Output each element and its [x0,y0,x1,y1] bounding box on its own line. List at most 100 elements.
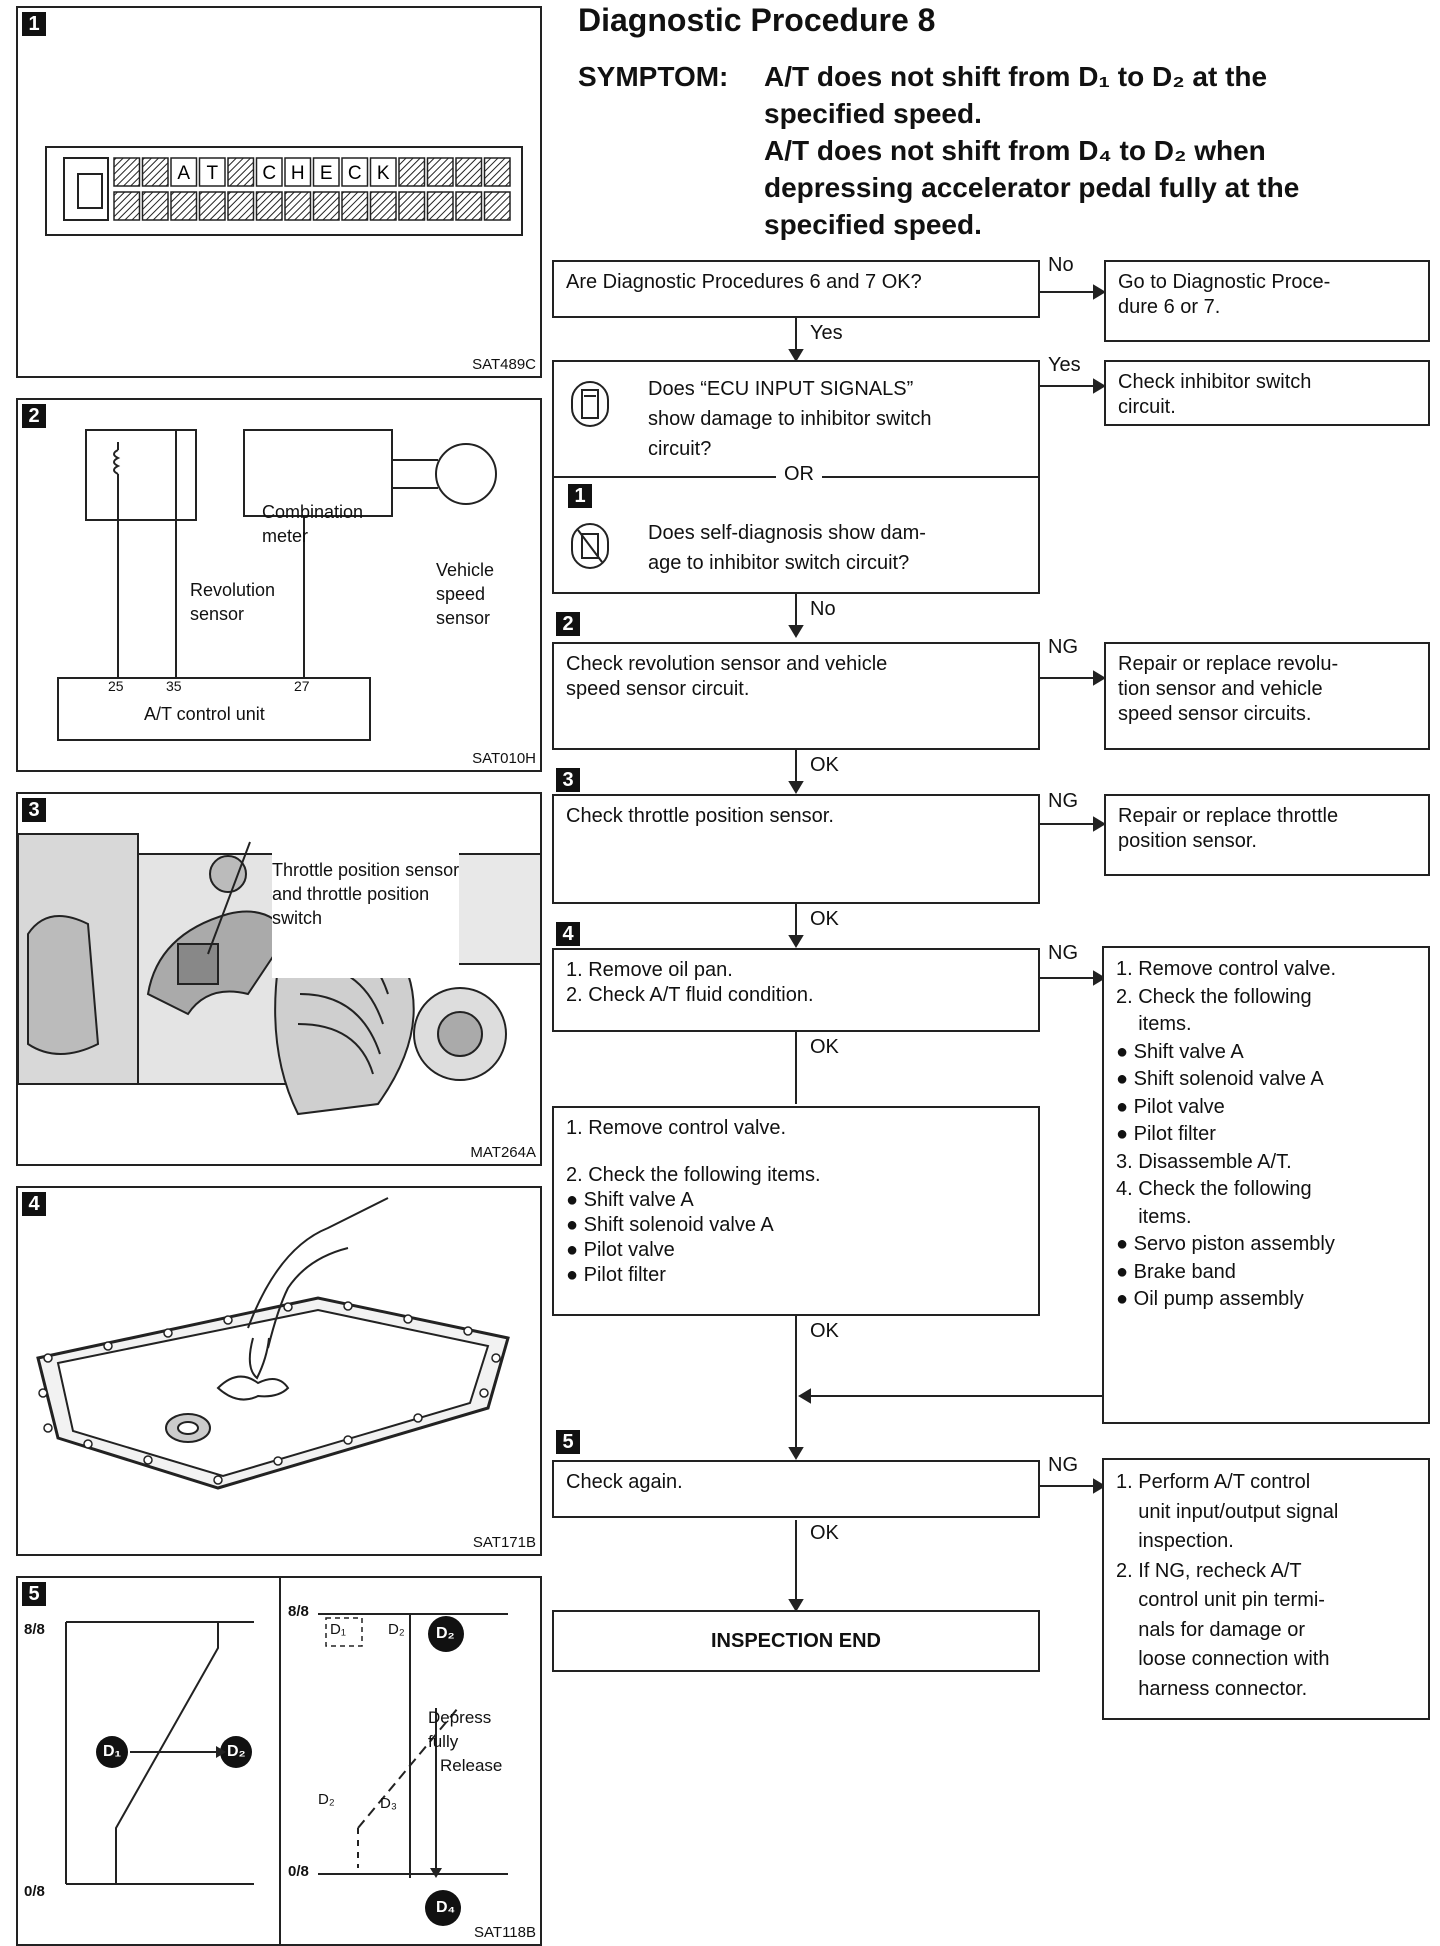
line: 1. Perform A/T control [1116,1471,1311,1493]
pan-bolt [463,1326,473,1336]
pan-bolt [143,1455,153,1465]
s4-ok-label: OK [810,1036,839,1058]
line: ● Pilot valve [566,1239,675,1261]
display-letter-cell [284,157,312,187]
oil-pan-illustration [36,1197,510,1490]
left-top-label: 8/8 [24,1621,45,1638]
flow-step-3: Check throttle position sensor. [552,794,1040,904]
display-letter-cell [369,157,397,187]
s4-ng-label: NG [1048,942,1078,964]
line: 2. Check A/T fluid condition. [566,984,814,1006]
pan-bolt [38,1388,48,1398]
line: 1. Remove oil pan. [566,959,733,981]
pan-bolt [413,1413,423,1423]
display-hatched-cell [198,191,226,221]
display-letter: A [177,163,190,184]
line: ● Servo piston assembly [1116,1233,1335,1255]
line: Check inhibitor switch [1118,371,1312,393]
line: items. [1116,1013,1192,1035]
left-bottom-label: 0/8 [24,1883,45,1900]
line: unit input/output signal [1116,1500,1339,1523]
line: circuit. [1118,396,1176,418]
display-hatched-cell [426,157,454,187]
display-hatched-cell [312,191,340,221]
line: 3. Disassemble A/T. [1116,1150,1292,1173]
pan-bolt [343,1435,353,1445]
flow-result-s4-ng: 1. Remove control valve. 2. Check the fo… [1102,946,1430,1424]
display-letter-cell [255,157,283,187]
line: ● Pilot filter [1116,1123,1216,1145]
line: 1. Remove control valve. [1116,958,1337,980]
pin-25: 25 [108,678,124,694]
flow-step-2: Check revolution sensor and vehicle spee… [552,642,1040,750]
flow-result-q2-yes: Check inhibitor switch circuit. [1104,360,1430,426]
line: ● Shift valve A [566,1189,694,1211]
line: Check throttle position sensor. [566,805,834,827]
step-number: 4 [556,922,580,946]
display-hatched-cell [455,157,483,187]
display-hatched-cell [255,191,283,221]
display-letter-cell [198,157,226,187]
right-d2b-label: D₂ [318,1791,335,1808]
pin-27: 27 [294,678,310,694]
display-hatched-cell [398,191,426,221]
figure-number: 1 [22,12,46,36]
release-label: Release [440,1756,503,1775]
pan-bolt [283,1302,293,1312]
display-hatched-cell [483,157,511,187]
q1-no-label: No [1048,254,1074,276]
display-hatched-cell [341,191,369,221]
q1-text: Are Diagnostic Procedures 6 and 7 OK? [566,271,922,293]
consult-icon [571,381,609,427]
figure-number: 4 [22,1192,46,1216]
q1-yes-label: Yes [810,322,843,344]
s3-ng-label: NG [1048,790,1078,812]
pan-bolt [163,1328,173,1338]
display-hatched-cell [284,191,312,221]
line: 4. Check the following [1116,1178,1312,1200]
s2-ok-label: OK [810,754,839,776]
display-hatched-cell [170,191,198,221]
display-letter-cell [312,157,340,187]
flow-step-4b: 1. Remove control valve. 2. Check the fo… [552,1106,1040,1316]
figure-code: SAT489C [472,356,536,373]
figure-number: 3 [22,798,46,822]
line: ● Shift solenoid valve A [1116,1068,1324,1090]
line: Check again. [566,1471,683,1493]
line: Check revolution sensor and vehicle [566,653,888,675]
flow-step-4: 1. Remove oil pan. 2. Check A/T fluid co… [552,948,1040,1032]
s5-ok-label: OK [810,1522,839,1544]
line: Go to Diagnostic Proce- [1118,271,1331,293]
step-number: 3 [556,768,580,792]
shift-diagram [65,1578,508,1944]
pan-bolt [223,1315,233,1325]
right-d2-label: D₂ [388,1621,405,1638]
display-hatched-cell [455,191,483,221]
flow-step-q2: Does “ECU INPUT SIGNALS” show damage to … [552,360,1040,594]
display-hatched-cell [483,191,511,221]
figure-code: MAT264A [470,1144,536,1161]
display-hatched-cell [369,191,397,221]
display-hatched-cell [141,191,169,221]
line: 2. Check the following items. [566,1164,821,1186]
figure-4: 4 SAT171B [16,1186,542,1556]
pan-bolt [403,1314,413,1324]
line: tion sensor and vehicle [1118,678,1323,700]
figure-code: SAT010H [472,750,536,767]
pan-bolt [43,1353,53,1363]
step-number: 2 [556,612,580,636]
pan-bolt [491,1353,501,1363]
pan-bolt [83,1439,93,1449]
self-diagnosis-icon [571,523,609,569]
line: harness connector. [1116,1677,1308,1700]
q2-no-label: No [810,598,836,620]
flow-step-q1: Are Diagnostic Procedures 6 and 7 OK? [552,260,1040,318]
pan-bolt [43,1423,53,1433]
pin-35: 35 [166,678,182,694]
line: speed sensor circuits. [1118,703,1312,725]
flow-result-s5-ng: 1. Perform A/T control unit input/output… [1102,1458,1430,1720]
